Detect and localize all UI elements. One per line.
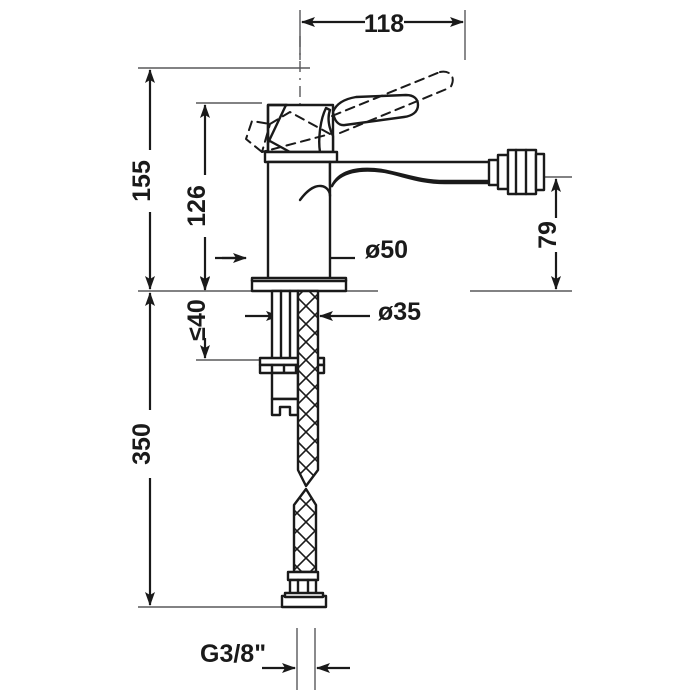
dim-label-d35: ø35 [378,298,421,326]
braided-hose-upper [296,289,320,488]
dim-label-d50: ø50 [365,236,408,264]
lower-stud [270,371,300,417]
body-collar [263,150,339,164]
dim-label-155: 155 [128,160,156,202]
spout-inner-curve [298,167,494,202]
faucet-geometry [245,70,546,609]
mixer-body [266,160,332,282]
lever-handle-open-dashed [331,70,454,134]
hex-union-nut [280,591,328,609]
dim-label-79: 79 [534,221,562,249]
extension-lines [138,10,572,690]
braided-hose-lower [292,487,318,574]
dimension-labels: 118 155 126 ≤40 350 79 ø50 ø35 G3/8" [128,10,562,668]
dim-label-126: 126 [183,185,211,227]
dim-label-g38: G3/8" [200,640,266,668]
dim-label-350: 350 [128,423,156,465]
lever-handle [331,93,420,127]
dim-label-40: ≤40 [183,299,211,341]
cartridge-housing-tilt-dashed [245,111,331,153]
dim-label-118: 118 [364,10,404,38]
spout-arm [328,160,494,188]
cartridge-housing [266,103,335,154]
mounting-shank [270,289,300,362]
aerator-nozzle [487,148,546,196]
base-flange [250,276,348,293]
